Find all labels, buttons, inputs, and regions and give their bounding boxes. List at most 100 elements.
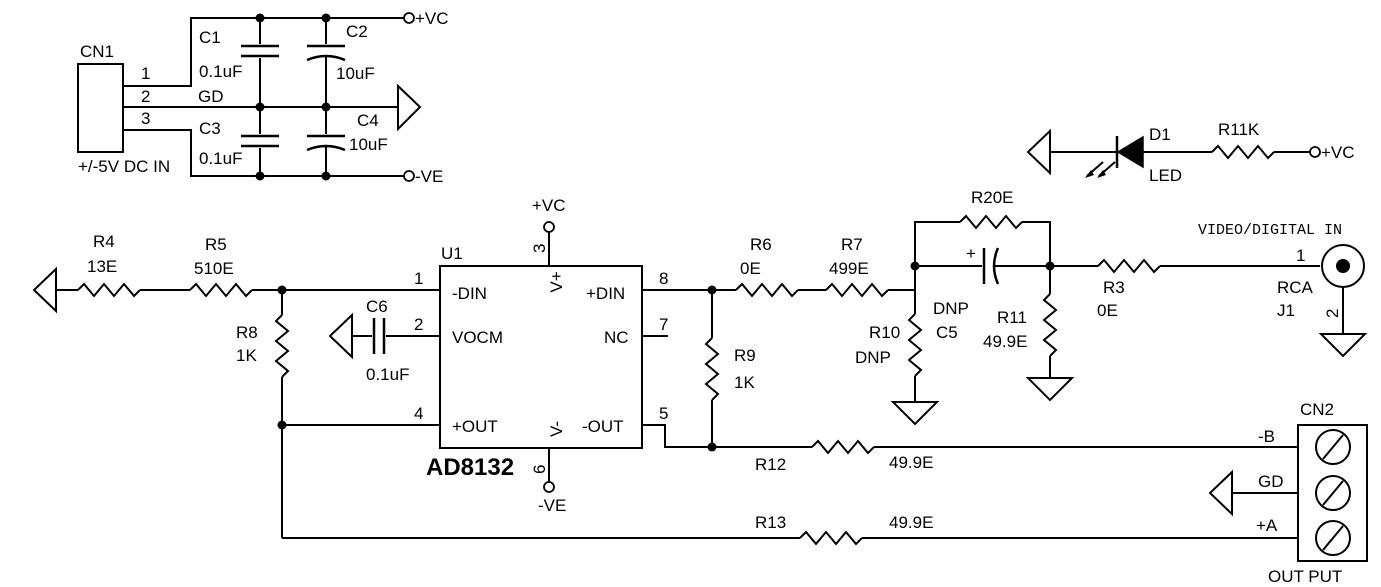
c6-ref: C6: [366, 297, 388, 316]
r11-value: 49.9E: [983, 332, 1027, 351]
cn2-screw-terminal-3: [1315, 520, 1351, 556]
cn2-pin-b-label: -B: [1258, 427, 1275, 446]
resistor-r20e: [959, 214, 1023, 230]
r10-value: DNP: [855, 348, 891, 367]
cn2-ref: CN2: [1300, 400, 1334, 419]
r12-ref: R12: [755, 455, 786, 474]
ground-symbol-rca: [1318, 333, 1368, 358]
ic-pin1-number: 1: [414, 269, 423, 288]
r7-value: 499E: [829, 259, 869, 278]
r13-ref: R13: [755, 513, 786, 532]
r5-value: 510E: [194, 259, 234, 278]
cn1-pin1-wire: [123, 17, 404, 87]
r4-value: 13E: [87, 257, 117, 276]
rca-pin1-number: 1: [1296, 246, 1305, 265]
ground-symbol-r11: [1025, 377, 1075, 402]
ve-terminal-top: [403, 170, 415, 182]
r8-ref: R8: [236, 323, 258, 342]
resistor-r8: [274, 314, 290, 378]
r10-ref: R10: [869, 323, 900, 342]
ground-symbol-cn2: [1208, 469, 1233, 517]
ic-label-vocm: VOCM: [452, 328, 503, 347]
rca-ref: J1: [1277, 301, 1295, 320]
resistor-r13: [799, 530, 863, 546]
ic-label-din-pos: +DIN: [586, 284, 625, 303]
ic-part-number: AD8132: [426, 454, 514, 481]
ic-label-nc: NC: [604, 328, 629, 347]
resistor-r11: [1042, 293, 1058, 357]
r5-ref: R5: [205, 235, 227, 254]
ic-pin3-number: 3: [530, 244, 549, 253]
ic-ref: U1: [441, 244, 463, 263]
ground-symbol-c6: [328, 312, 353, 360]
cn2-screw-terminal-2: [1315, 475, 1351, 511]
resistor-r5: [189, 282, 253, 298]
resistor-r10: [907, 313, 923, 377]
cn1-pin2-number: 2: [141, 87, 150, 106]
r9-ref: R9: [734, 346, 756, 365]
rca-name: RCA: [1277, 278, 1314, 297]
c4-ref: C4: [357, 111, 379, 130]
r3-ref: R3: [1103, 278, 1125, 297]
ground-symbol-r10: [890, 401, 940, 426]
resistor-r4: [77, 282, 141, 298]
r4-ref: R4: [93, 232, 115, 251]
resistor-r12: [811, 439, 875, 455]
r11k-ref: R11K: [1218, 120, 1260, 139]
c2-value: 10uF: [336, 64, 375, 83]
ground-symbol-led: [1026, 128, 1051, 176]
resistor-r3: [1097, 258, 1161, 274]
r11-ref: R11: [997, 308, 1027, 327]
ground-symbol-r4: [32, 266, 57, 314]
vc-terminal-ic: [543, 221, 555, 233]
led-d1-symbol: [1116, 135, 1144, 169]
ic-label-din-neg: -DIN: [452, 284, 487, 303]
cn1-pin1-number: 1: [141, 64, 150, 83]
cn1-pin3-wire: [123, 129, 404, 177]
c5-ref: C5: [936, 323, 958, 342]
vc-label-ic: +VC: [532, 196, 566, 215]
c3-value: 0.1uF: [199, 149, 242, 168]
c2-ref: C2: [346, 22, 368, 41]
cn2-screw-terminal-1: [1315, 429, 1351, 465]
ve-label-top: -VE: [415, 167, 443, 186]
vc-label-led: +VC: [1321, 143, 1355, 162]
c1-ref: C1: [199, 28, 221, 47]
vc-terminal-led: [1309, 146, 1321, 158]
c4-value: 10uF: [349, 135, 388, 154]
capacitor-c1: C1 0.1uF: [199, 18, 279, 107]
output-connector-cn2: CN2 -B GD +A OUT PUT: [1208, 400, 1368, 586]
d1-value: LED: [1149, 166, 1182, 185]
r8-value: 1K: [236, 346, 257, 365]
ic-pin4-number: 4: [414, 404, 423, 423]
ic-pin5-number: 5: [659, 404, 668, 423]
resistor-r7: [825, 282, 889, 298]
resistor-r11k: [1211, 144, 1275, 160]
ve-label-ic: -VE: [538, 496, 566, 515]
ic-pin6-number: 6: [530, 465, 549, 474]
cn1-ref-label: CN1: [80, 42, 114, 61]
cn2-pin-a-label: +A: [1256, 516, 1278, 535]
r7-ref: R7: [841, 235, 863, 254]
c5-polarity-plus: +: [966, 244, 976, 263]
c1-value: 0.1uF: [199, 62, 242, 81]
c6-value: 0.1uF: [366, 365, 409, 384]
ic-pin7-number: 7: [659, 315, 668, 334]
r6-value: 0E: [740, 259, 761, 278]
vc-label-top: +VC: [415, 9, 449, 28]
ic-label-vminus: V-: [547, 421, 566, 437]
r12-value: 49.9E: [889, 453, 933, 472]
resistor-r9: [704, 337, 720, 401]
ic-u1-ad8132: U1 AD8132 1 2 4 8 7 5 -DIN VOCM +OUT +DI…: [414, 196, 800, 515]
capacitor-c2: C2 10uF: [306, 18, 375, 107]
cn2-label: OUT PUT: [1268, 567, 1342, 586]
capacitor-c3: C3 0.1uF: [199, 107, 279, 176]
capacitor-c4: C4 10uF: [306, 107, 388, 176]
r13-value: 49.9E: [889, 513, 933, 532]
ic-pin8-number: 8: [659, 269, 668, 288]
vc-terminal-top: [403, 12, 415, 24]
cn1-connector-body: [77, 63, 124, 153]
r20e-ref: R20E: [971, 188, 1014, 207]
rca-title: VIDEO/DIGITAL IN: [1198, 222, 1342, 239]
